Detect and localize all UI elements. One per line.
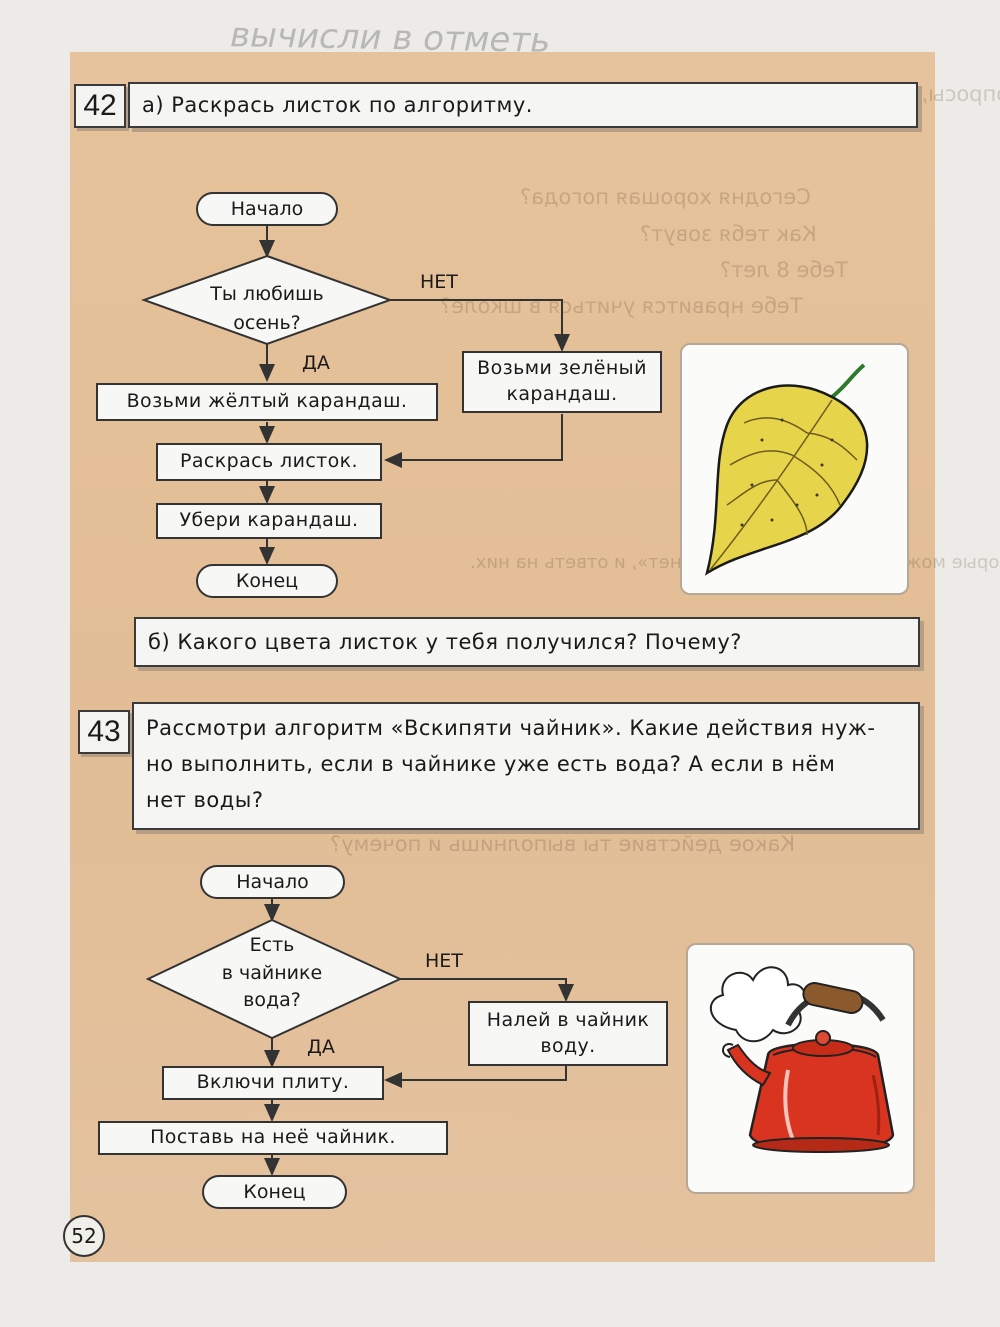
task-number-42: 42 xyxy=(74,84,126,128)
flow43-decision-line3: вода? xyxy=(243,989,301,1012)
task-number-43: 43 xyxy=(78,710,130,754)
flow42-no-action-line2: карандаш. xyxy=(506,383,618,405)
flow43-end: Конец xyxy=(202,1175,347,1209)
task42-question-b: б) Какого цвета листок у тебя получился?… xyxy=(134,617,920,667)
task43-question-line1: Рассмотри алгоритм «Вскипяти чайник». Ка… xyxy=(146,716,876,740)
flow43-start: Начало xyxy=(200,865,345,899)
task43-question-line2: но выполнить, если в чайнике уже есть во… xyxy=(146,752,836,776)
flow42-step-color: Раскрась листок. xyxy=(156,443,382,481)
flow42-decision-line1: Ты любишь xyxy=(210,283,324,305)
flow43-yes-label: ДА xyxy=(307,1036,335,1058)
flow42-no-label: НЕТ xyxy=(420,271,458,293)
flow42-decision: Ты любишь осень? xyxy=(180,280,354,337)
flow43-decision-line2: в чайнике xyxy=(221,961,323,984)
flow42-decision-line2: осень? xyxy=(233,311,301,334)
flow42-step-put-away: Убери карандаш. xyxy=(156,503,382,539)
flow43-decision: Есть в чайнике вода? xyxy=(192,932,352,1015)
flow42-yes-action: Возьми жёлтый карандаш. xyxy=(96,383,438,421)
leaf-illustration xyxy=(705,363,869,576)
flow43-no-action: Налей в чайник воду. xyxy=(468,1001,668,1066)
task43-question-line3: нет воды? xyxy=(146,788,264,812)
task42-question-a: а) Раскрась листок по алгоритму. xyxy=(128,82,918,128)
flow43-no-action-line1: Налей в чайник xyxy=(486,1008,650,1031)
flow43-step-kettle: Поставь на неё чайник. xyxy=(98,1121,448,1155)
kettle-illustration xyxy=(709,966,895,1153)
flow42-yes-label: ДА xyxy=(302,352,330,374)
flow42-no-action-line1: Возьми зелёный xyxy=(477,357,647,380)
flow42-end: Конец xyxy=(196,564,338,598)
flow43-decision-line1: Есть xyxy=(249,934,295,956)
flow42-no-action: Возьми зелёный карандаш. xyxy=(462,351,662,413)
flow43-no-label: НЕТ xyxy=(425,950,463,972)
leaf-picture-frame xyxy=(680,343,909,595)
flow43-step-stove: Включи плиту. xyxy=(162,1066,384,1100)
page-number: 52 xyxy=(63,1215,105,1257)
task43-question: Рассмотри алгоритм «Вскипяти чайник». Ка… xyxy=(132,702,920,830)
flow43-no-action-line2: воду. xyxy=(540,1034,596,1057)
kettle-picture-frame xyxy=(686,943,915,1194)
flow42-start: Начало xyxy=(196,192,338,226)
